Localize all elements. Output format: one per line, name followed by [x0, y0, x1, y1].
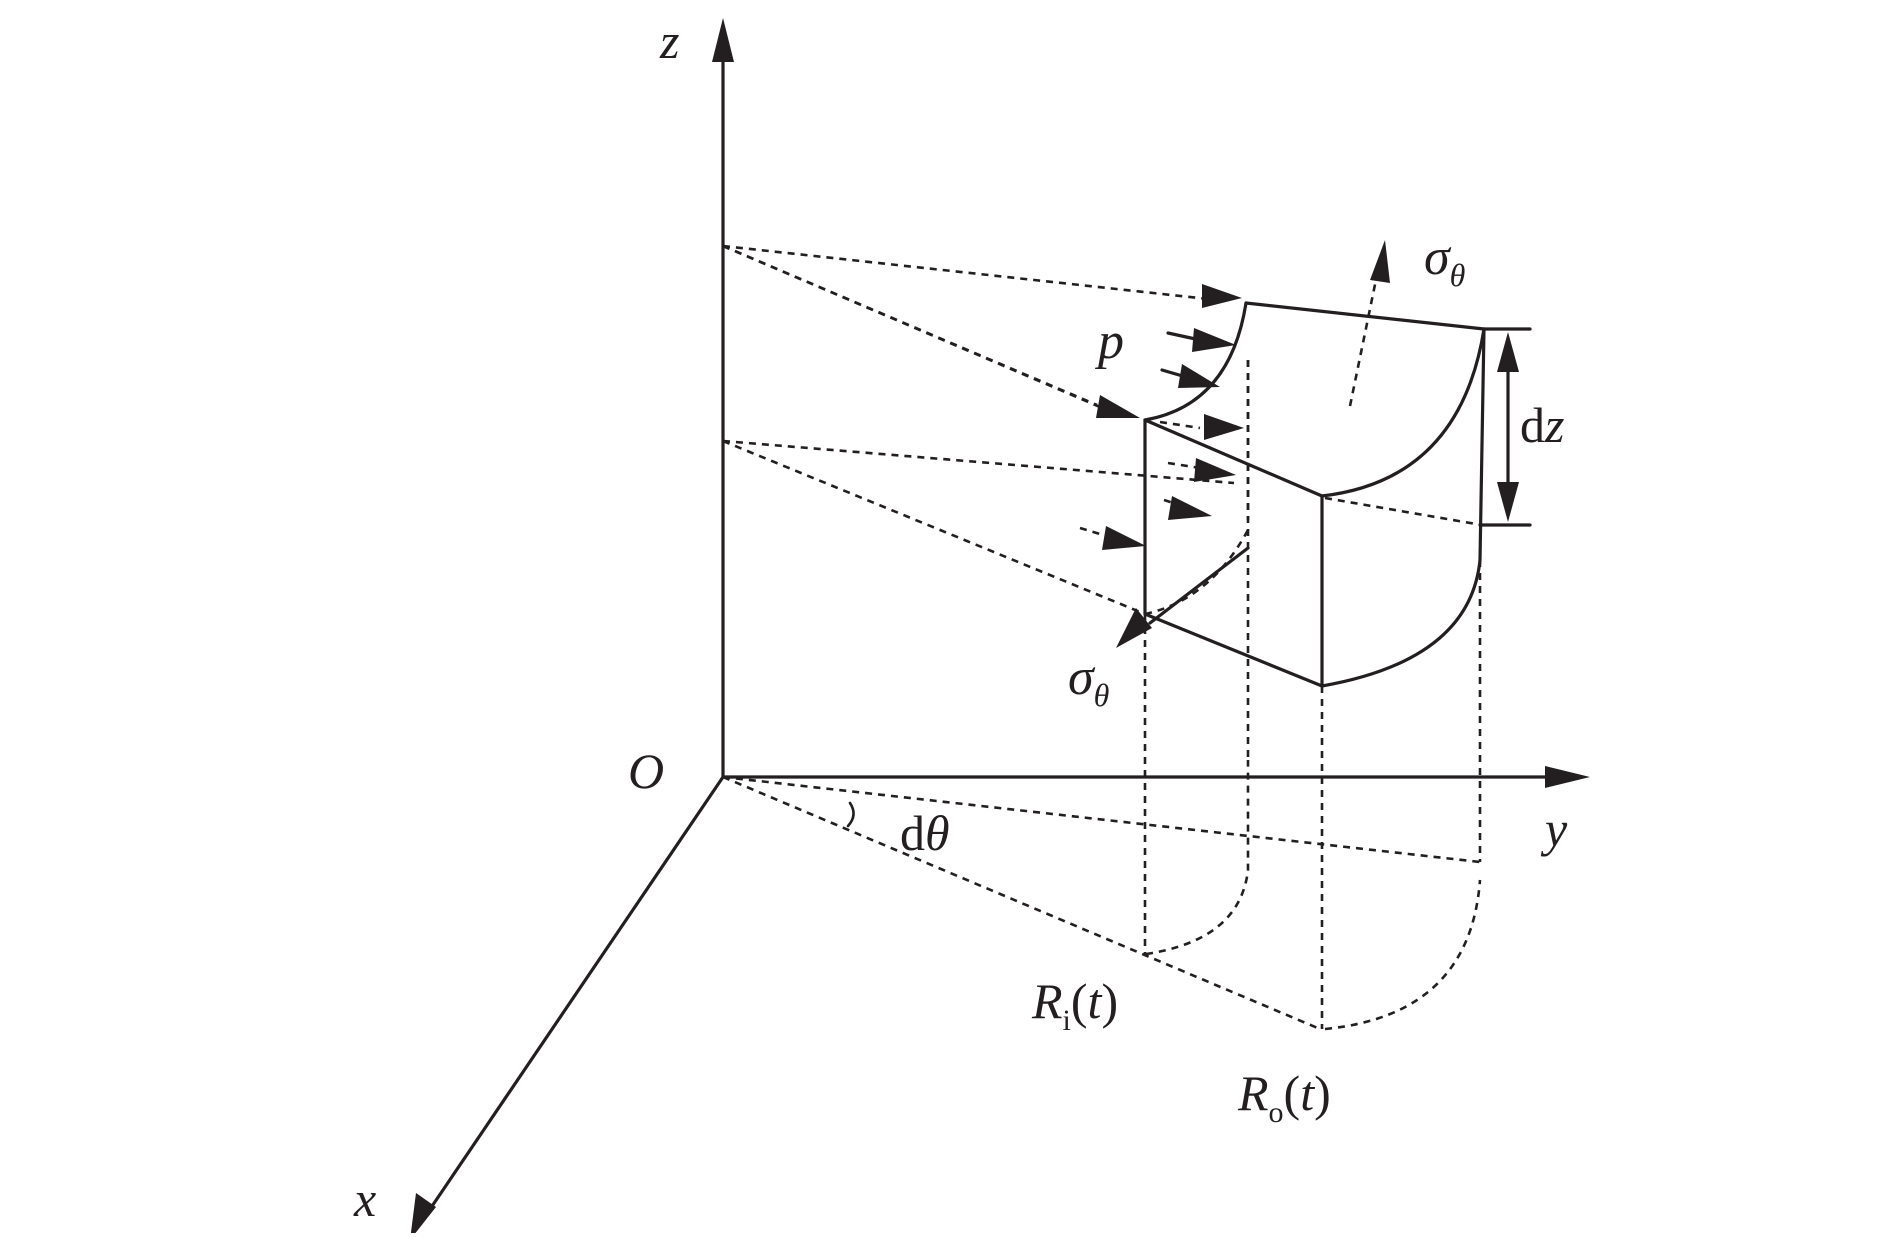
dz-dimension: [1497, 332, 1519, 522]
dtheta-label: dθ: [900, 805, 950, 861]
pressure-arrowhead-3: [1096, 395, 1140, 418]
outer-back-vertical: [1478, 327, 1486, 562]
top-front-edge: [1143, 418, 1324, 498]
pressure-label: p: [1094, 313, 1124, 370]
outer-radius-label: Ro(t): [1237, 1065, 1331, 1129]
pressure-arrowhead-top: [1202, 284, 1242, 308]
pressure-arrowhead-2: [1178, 364, 1220, 388]
cylinder-element: [1143, 301, 1532, 688]
z-axis-label: z: [659, 13, 679, 69]
bottom-front-edge: [1143, 612, 1324, 688]
pressure-arrowhead-4: [1204, 414, 1244, 440]
bottom-back-projection: [1324, 496, 1483, 527]
base-inner-arc: [1145, 760, 1250, 956]
sigma-theta-bottom-arrow: [1148, 546, 1250, 625]
pressure-arrow-5: [1167, 461, 1201, 470]
base-outer-arc: [1324, 879, 1482, 1031]
inner-top-arc: [1143, 301, 1248, 422]
pressure-arrowhead-7: [1102, 526, 1146, 550]
origin-label: O: [628, 743, 664, 799]
x-axis-label: x: [353, 1171, 376, 1227]
sigma-theta-bottom-label: σθ: [1068, 649, 1109, 713]
pressure-arrow-3: [722, 244, 1098, 407]
pressure-arrow-4: [1159, 420, 1201, 430]
bottom-outer-projection: [722, 439, 1235, 485]
top-back-edge: [1244, 301, 1486, 331]
sigma-theta-bottom-arrowhead: [1116, 608, 1152, 648]
pressure-arrowhead-1: [1192, 328, 1236, 352]
dz-arrowhead-up: [1497, 332, 1519, 372]
hoop-stress-arrows: [1116, 240, 1390, 648]
x-axis-arrowhead: [410, 1193, 436, 1238]
outer-top-arc: [1320, 327, 1486, 498]
base-ray-1: [722, 775, 1481, 864]
coordinate-axes: [410, 18, 1590, 1238]
sigma-theta-top-arrowhead: [1370, 240, 1390, 283]
top-outer-projection: [722, 244, 1209, 301]
sigma-theta-top-label: σθ: [1424, 229, 1465, 293]
z-axis-arrowhead: [712, 18, 734, 62]
pressure-arrowhead-6: [1168, 496, 1212, 520]
dtheta-arc: [846, 801, 855, 828]
dz-label: dz: [1520, 397, 1564, 453]
outer-bottom-arc: [1320, 558, 1482, 688]
x-axis: [422, 775, 725, 1220]
sigma-theta-top-arrow: [1348, 269, 1380, 407]
dz-arrowhead-down: [1497, 482, 1519, 522]
y-axis-label: y: [1540, 801, 1568, 857]
y-axis-arrowhead: [1545, 766, 1590, 788]
bottom-inner-projection: [722, 439, 1146, 616]
hidden-bottom-inner-arc: [1144, 529, 1250, 616]
pressure-arrows: [722, 244, 1244, 550]
labels: z y x O p σθ σθ dz dθ Ri(t) Ro(t): [353, 13, 1568, 1227]
inner-radius-label: Ri(t): [1031, 973, 1118, 1037]
base-ray-2: [722, 775, 1321, 1031]
pressure-arrowhead-5: [1194, 458, 1236, 482]
